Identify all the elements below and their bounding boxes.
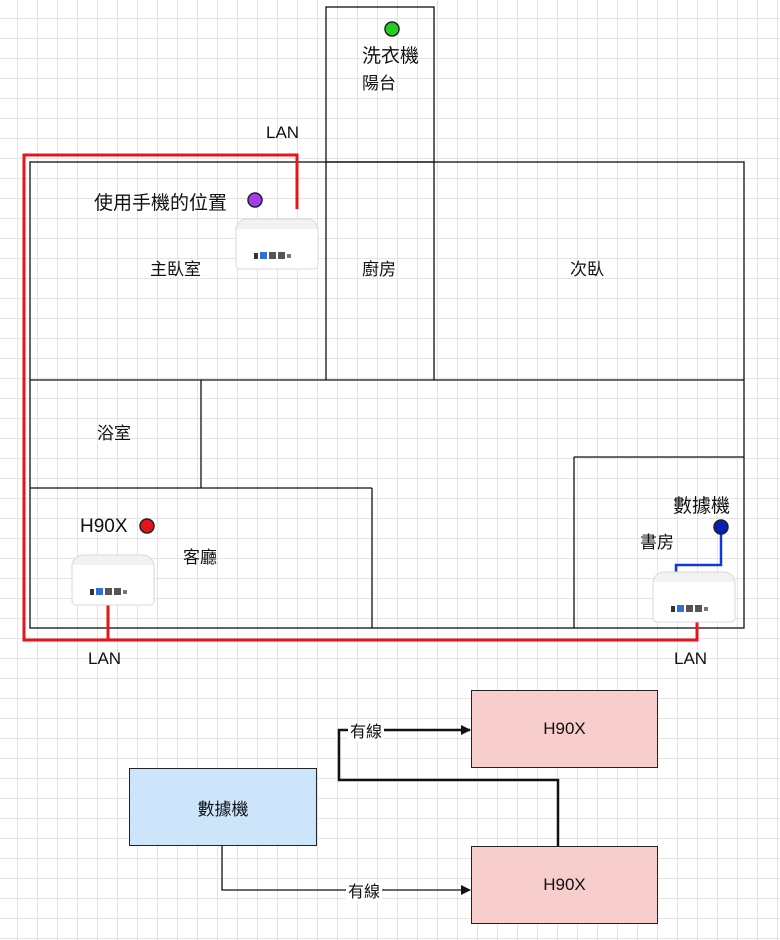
modem-dot: [713, 519, 729, 535]
edge-label-bottom: 有線: [346, 882, 383, 901]
outer-walls: [29, 161, 745, 629]
modem-label: 數據機: [673, 495, 731, 517]
room-label-second-bedroom: 次臥: [570, 260, 604, 280]
router-device-study: [652, 571, 736, 623]
lan-label-bottom-right: LAN: [674, 649, 708, 668]
lan-label-top: LAN: [266, 123, 300, 142]
washer-dot: [384, 21, 400, 37]
router-device-living: [71, 554, 155, 606]
phone-position-label: 使用手機的位置: [94, 192, 228, 214]
room-label-washer: 洗衣機: [362, 45, 420, 67]
room-label-study: 書房: [640, 533, 674, 553]
edge-modem-to-router-bottom: [221, 846, 471, 895]
lan-label-bottom-left: LAN: [88, 649, 122, 668]
router-top-box-label: H90X: [543, 719, 586, 738]
main-router-dot: [139, 518, 155, 534]
router-bottom-box[interactable]: H90X: [471, 846, 658, 924]
router-bottom-box-label: H90X: [543, 875, 586, 894]
router-top-box[interactable]: H90X: [471, 690, 658, 768]
edge-label-top: 有線: [348, 722, 385, 741]
room-label-living-room: 客廳: [183, 548, 217, 568]
lan-cable-backbone: [22, 153, 699, 642]
floor-plan-walls: [29, 6, 745, 629]
phone-position-dot: [247, 192, 263, 208]
room-label-balcony: 陽台: [362, 74, 396, 94]
main-router-label: H90X: [80, 516, 128, 537]
room-label-kitchen: 廚房: [362, 260, 396, 280]
room-label-bathroom: 浴室: [97, 424, 131, 444]
router-device-master: [235, 218, 319, 270]
room-label-master-bedroom: 主臥室: [150, 260, 201, 280]
modem-box-label: 數據機: [197, 799, 249, 820]
modem-box[interactable]: 數據機: [129, 768, 317, 846]
